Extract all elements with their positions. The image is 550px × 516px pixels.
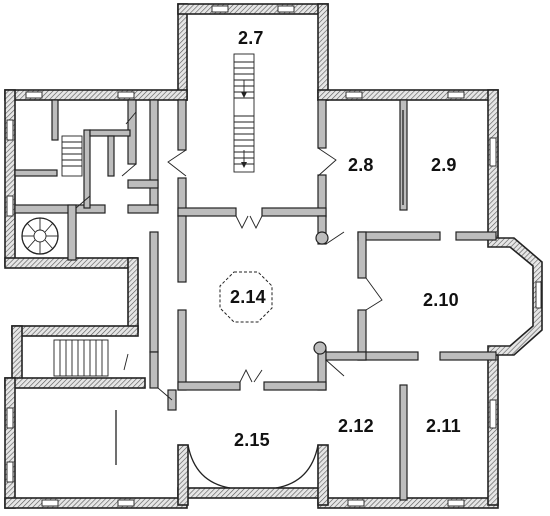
room-label-2-14: 2.14 — [230, 287, 266, 307]
wall-corr-3 — [149, 231, 159, 353]
octagon-2-14 — [219, 271, 273, 323]
wall-left-lower — [4, 377, 16, 509]
wall-hall-left-1 — [177, 215, 187, 283]
wall-r-9 — [325, 351, 367, 361]
wall-right-lower — [487, 354, 499, 506]
wall-r-6 — [357, 351, 419, 361]
wall-ul-4 — [89, 129, 131, 137]
wall-ul-3 — [14, 169, 58, 177]
wall-bottom-center — [177, 487, 329, 499]
outer-walls — [4, 3, 543, 509]
wall-tower-right — [317, 3, 329, 101]
wall-tower-left — [177, 3, 188, 101]
wall-hall-left-2 — [177, 309, 187, 391]
doors — [75, 111, 383, 401]
wall-corr-4 — [127, 179, 159, 189]
stair-tower — [233, 53, 255, 173]
wall-tower-top — [177, 3, 329, 15]
wall-r-8 — [399, 384, 408, 501]
wall-left-stair-top — [11, 325, 139, 337]
wall-hall-bottom-left — [177, 381, 241, 391]
stair-left-upper — [61, 135, 83, 177]
wall-left-mid-vert — [127, 257, 139, 333]
wall-r-2 — [357, 231, 441, 241]
wall-hall-bottom-right — [263, 381, 327, 391]
pillar-b — [313, 341, 327, 355]
wall-r-7 — [439, 351, 497, 361]
wall-bottom-left-top — [4, 377, 146, 389]
wall-hall-top-left — [177, 207, 237, 217]
room-label-2-10: 2.10 — [423, 290, 459, 310]
wall-bottom-right — [317, 497, 499, 509]
room-label-2-8: 2.8 — [348, 155, 374, 175]
wall-top-right-wing — [317, 89, 499, 101]
room-label-2-7: 2.7 — [238, 28, 264, 48]
wall-recess-left — [177, 444, 189, 506]
pillar-a — [315, 231, 329, 245]
room-label-2-9: 2.9 — [431, 155, 457, 175]
curve-2-15 — [187, 444, 231, 489]
wall-r-3 — [455, 231, 497, 241]
room-label-2-11: 2.11 — [426, 416, 461, 436]
room-label-2-12: 2.12 — [338, 416, 374, 436]
wall-left-upper — [4, 89, 16, 267]
wall-left-stair-side — [11, 325, 23, 387]
stair-left-lower — [53, 339, 109, 377]
wall-inner-t1 — [177, 99, 187, 151]
wall-bay-window — [487, 237, 543, 356]
wall-r-4 — [357, 231, 367, 279]
wall-ul-1 — [51, 99, 59, 141]
wall-corr-2 — [149, 99, 159, 211]
windows — [6, 5, 542, 507]
inner-walls — [14, 99, 497, 501]
wall-corr-5 — [127, 204, 159, 214]
wall-inner-t2 — [317, 99, 327, 149]
spiral-stair — [21, 217, 59, 255]
wall-hall-top-right — [261, 207, 327, 217]
wall-recess-right — [317, 444, 329, 506]
wall-bottom-left — [4, 497, 188, 509]
wall-ul-2 — [83, 129, 91, 209]
wall-corr-6 — [14, 204, 106, 214]
wall-corr-7 — [67, 204, 77, 261]
room-label-2-15: 2.15 — [234, 430, 270, 450]
curve-2-15-right — [275, 444, 319, 489]
wall-lw-1 — [149, 351, 159, 389]
wall-ul-5 — [107, 135, 115, 177]
